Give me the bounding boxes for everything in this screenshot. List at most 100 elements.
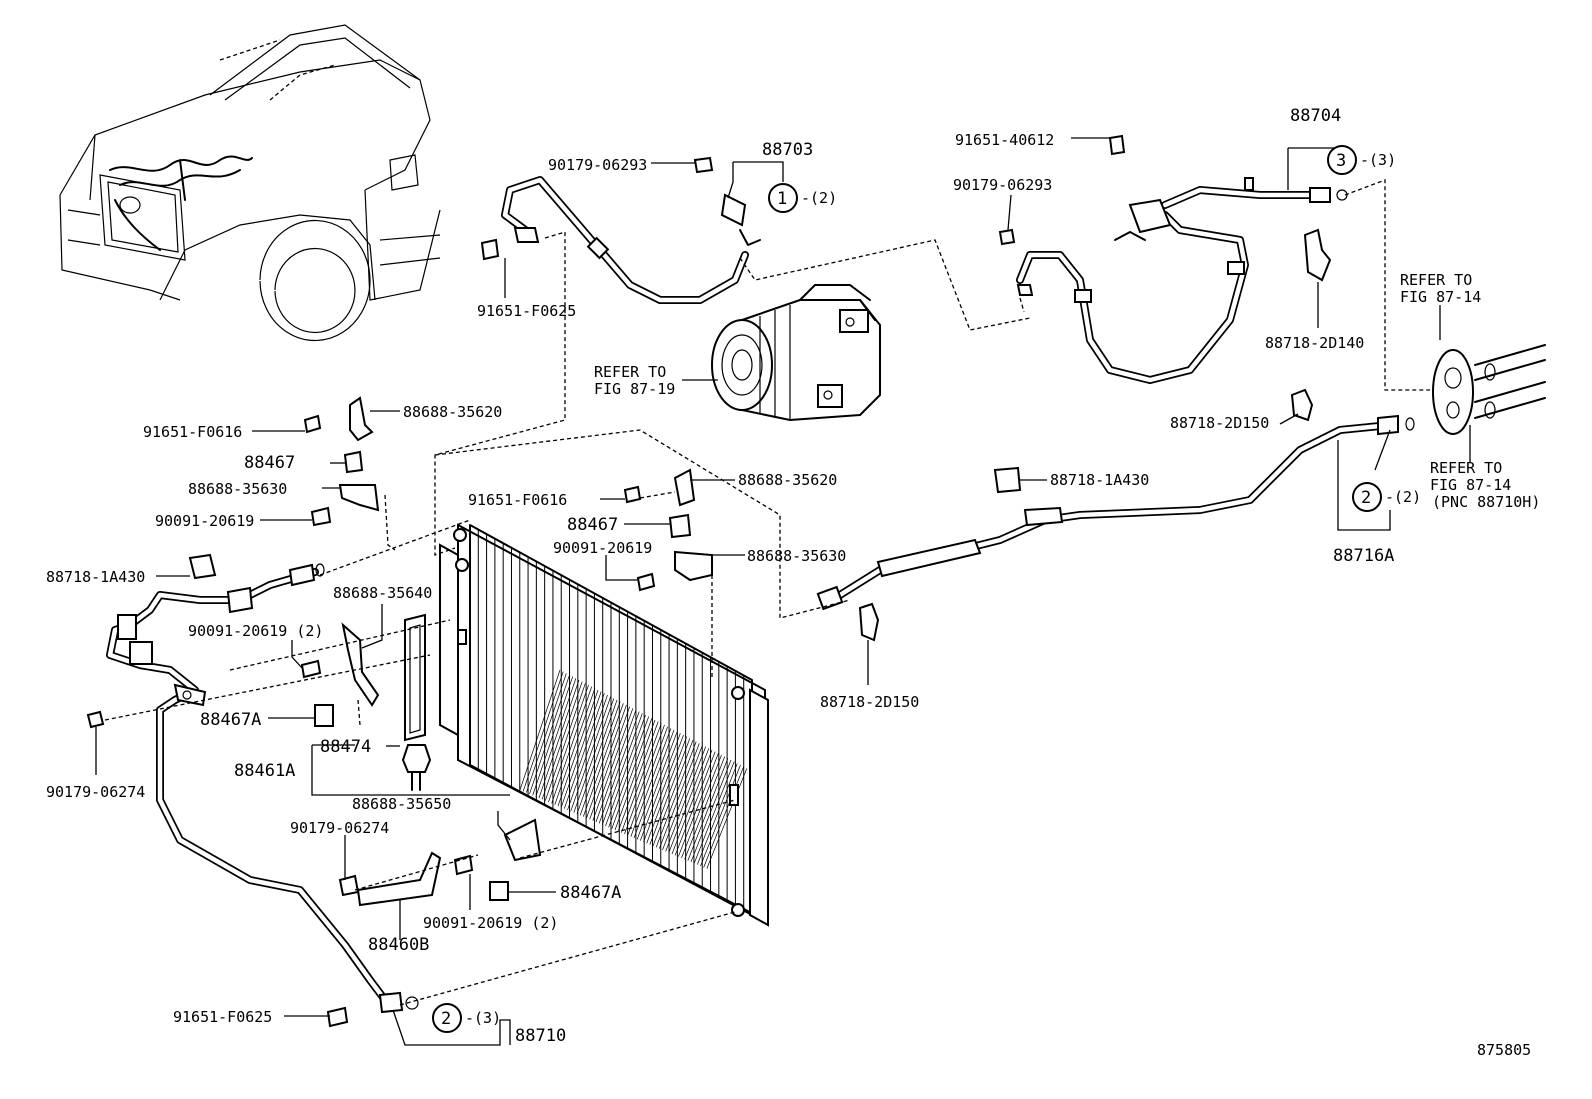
label-88474: 88474: [320, 737, 371, 757]
condenser-fin: [529, 674, 570, 795]
label-88460b: 88460B: [368, 935, 429, 955]
callout-circles: [432, 145, 1382, 1033]
label-91651-f0616-m: 91651-F0616: [468, 491, 567, 509]
hose-88704: [1016, 177, 1348, 384]
condenser-fin: [617, 721, 659, 832]
condenser-fin: [605, 714, 646, 827]
condenser-fin: [621, 723, 662, 833]
label-88704: 88704: [1290, 106, 1341, 126]
reference-lines: [104, 179, 1430, 1006]
condenser-fin: [589, 706, 630, 820]
label-88467-m: 88467: [567, 515, 618, 535]
condenser-fin: [665, 746, 706, 852]
label-88703: 88703: [762, 140, 813, 160]
condenser-fin: [579, 701, 621, 816]
callout-2b-circle: [432, 1003, 462, 1033]
condenser-fin: [602, 713, 643, 825]
label-88688-35650: 88688-35650: [352, 795, 451, 813]
condenser-fin: [690, 759, 732, 863]
condenser-fin: [554, 688, 596, 805]
callout-2b-number: 2: [441, 1009, 451, 1029]
condenser-fin: [522, 671, 564, 792]
condenser-fin: [633, 729, 675, 839]
label-91651-40612: 91651-40612: [955, 131, 1054, 149]
condenser-fin: [636, 731, 678, 840]
label-88716a: 88716A: [1333, 546, 1394, 566]
label-90091-20619-m: 90091-20619: [553, 539, 652, 557]
ac-compressor: [711, 284, 881, 421]
callout-2b-quantity: -(3): [465, 1009, 501, 1027]
condenser-fin: [598, 711, 640, 824]
label-90091-20619-2a: 90091-20619 (2): [188, 622, 323, 640]
label-88688-35630-m: 88688-35630: [747, 547, 846, 565]
condenser-fin: [532, 676, 573, 796]
small-parts: [86, 134, 1332, 1028]
condenser-fin: [570, 696, 611, 812]
condenser-fin: [655, 741, 697, 848]
condenser-fin: [671, 749, 713, 855]
condenser-fin: [643, 734, 684, 843]
label-90091-20619-l: 90091-20619: [155, 512, 254, 530]
label-88718-2d140: 88718-2D140: [1265, 334, 1364, 352]
condenser-fin: [586, 704, 627, 819]
condenser-fin: [551, 686, 592, 804]
condenser-fin: [649, 738, 691, 845]
callout-3-circle: [1327, 145, 1357, 175]
leader-lines: [95, 137, 1471, 1046]
condenser-fin: [703, 766, 744, 868]
label-refer-87-19-line1: REFER TO: [594, 363, 666, 381]
pipe-88716a: [816, 414, 1415, 611]
label-refer-87-19-line2: FIG 87-19: [594, 380, 675, 398]
label-88718-1a430-r: 88718-1A430: [1050, 471, 1149, 489]
label-88688-35640: 88688-35640: [333, 584, 432, 602]
label-88467a-l: 88467A: [200, 710, 261, 730]
callout-3-number: 3: [1336, 151, 1346, 171]
label-88461a: 88461A: [234, 761, 295, 781]
condenser-fin: [519, 669, 561, 791]
condenser-fin: [595, 709, 637, 823]
label-88710: 88710: [515, 1026, 566, 1046]
condenser-fin: [624, 724, 665, 835]
condenser-fin: [652, 739, 694, 847]
condenser-fin: [560, 691, 602, 808]
label-91651-f0616-l: 91651-F0616: [143, 423, 242, 441]
condenser-fin: [640, 733, 681, 841]
figure-number: 875805: [1477, 1041, 1531, 1059]
condenser-fin: [706, 768, 748, 869]
label-90179-06293-b: 90179-06293: [953, 176, 1052, 194]
condenser-fin: [573, 698, 615, 813]
label-88467-l: 88467: [244, 453, 295, 473]
label-88688-35620-l: 88688-35620: [403, 403, 502, 421]
condenser-fin: [541, 681, 583, 800]
label-refer-87-14b-line3: (PNC 88710H): [1432, 493, 1540, 511]
condenser-fin: [646, 736, 687, 844]
condenser-fin: [614, 719, 656, 831]
condenser-fin: [700, 764, 741, 867]
label-88467a-r: 88467A: [560, 883, 621, 903]
label-88718-1a430-l: 88718-1A430: [46, 568, 145, 586]
condenser-fin: [659, 743, 700, 849]
condenser-fin: [564, 693, 605, 809]
condenser-fin: [548, 684, 589, 803]
condenser-fin: [608, 716, 649, 828]
callout-2a-number: 2: [1361, 488, 1371, 508]
pipe-88710: [106, 563, 419, 1014]
label-90179-06293-a: 90179-06293: [548, 156, 647, 174]
condenser-fin: [627, 726, 668, 836]
label-refer-87-14b-line2: FIG 87-14: [1430, 476, 1511, 494]
vehicle-front-sketch: [59, 24, 441, 342]
junction-block: [1432, 344, 1546, 435]
label-90179-06274-m: 90179-06274: [290, 819, 389, 837]
callout-1-quantity: -(2): [801, 189, 837, 207]
condenser-core: [439, 523, 769, 927]
callout-3-quantity: -(3): [1360, 151, 1396, 169]
label-88688-35620-m: 88688-35620: [738, 471, 837, 489]
part-labels: 88703 90179-06293 91651-F0625 REFER TO F…: [46, 106, 1540, 1059]
condenser-fin: [662, 744, 703, 851]
condenser-fin: [611, 718, 653, 829]
condenser-fin: [697, 763, 738, 865]
label-refer-87-14a-line2: FIG 87-14: [1400, 288, 1481, 306]
condenser-fin: [674, 751, 716, 856]
label-91651-f0625-top: 91651-F0625: [477, 302, 576, 320]
